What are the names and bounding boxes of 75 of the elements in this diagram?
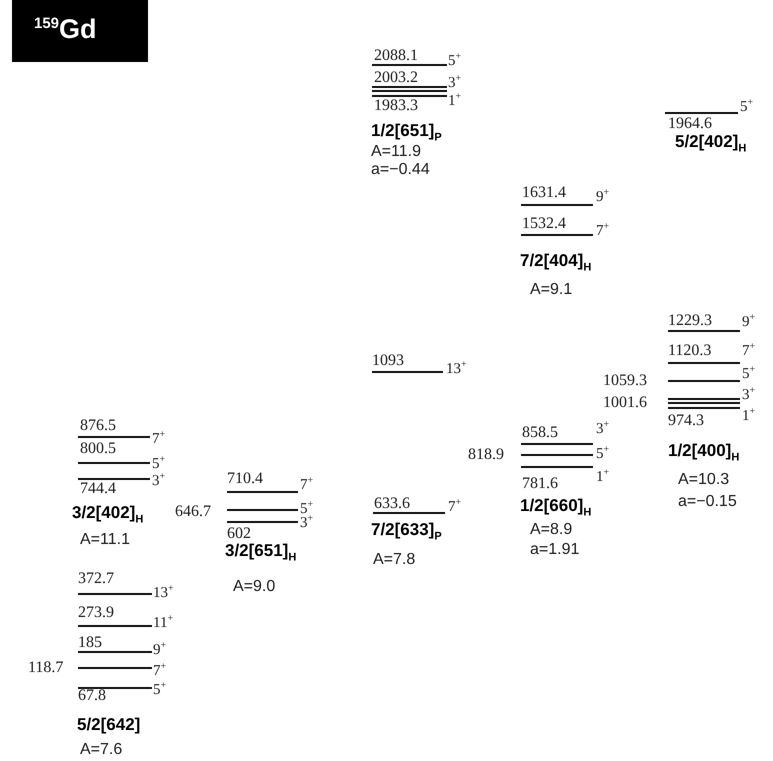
spin-label: 3$^{+}$ bbox=[596, 420, 610, 437]
energy-label: 781.6 bbox=[522, 476, 558, 492]
spin-label: 5$^{+}$ bbox=[153, 681, 166, 698]
energy-label: 1093 bbox=[372, 353, 404, 369]
band-label: 3/2[651]$_{H}$ bbox=[225, 542, 296, 564]
energy-label: 1059.3 bbox=[603, 373, 647, 389]
parameter-label: a=1.91 bbox=[530, 542, 580, 558]
band-label: 1/2[660]$_{H}$ bbox=[520, 497, 592, 518]
spin-label: 13$^{+}$ bbox=[446, 360, 467, 377]
spin-label: 1$^{+}$ bbox=[742, 407, 756, 424]
spin-label: 5$^{+}$ bbox=[152, 455, 166, 472]
spin-label: 3$^{+}$ bbox=[152, 472, 166, 489]
spin-label: 7$^{+}$ bbox=[300, 476, 314, 493]
band-label: 5/2[642] bbox=[77, 716, 140, 733]
spin-label: 3$^{+}$ bbox=[742, 386, 756, 403]
energy-label: 818.9 bbox=[468, 447, 504, 463]
energy-label: 372.7 bbox=[78, 571, 114, 587]
parameter-label: A=11.1 bbox=[80, 532, 130, 548]
spin-label: 7$^{+}$ bbox=[448, 498, 462, 515]
energy-label: 1631.4 bbox=[522, 185, 566, 201]
spin-label: 1$^{+}$ bbox=[448, 92, 462, 109]
spin-label: 9$^{+}$ bbox=[596, 188, 610, 205]
band-label: 1/2[400]$_{H}$ bbox=[668, 442, 740, 464]
energy-label: 710.4 bbox=[227, 471, 263, 487]
band-label: 7/2[633]$_{P}$ bbox=[371, 521, 442, 542]
energy-label: 858.5 bbox=[522, 425, 558, 441]
spin-label: 13$^{+}$ bbox=[153, 584, 174, 601]
parameter-label: A=9.1 bbox=[530, 282, 572, 298]
parameter-label: A=7.6 bbox=[80, 742, 122, 758]
energy-label: 1532.4 bbox=[522, 216, 566, 232]
energy-label: 1983.3 bbox=[374, 98, 418, 114]
spin-label: 9$^{+}$ bbox=[742, 313, 756, 330]
energy-label: 2003.2 bbox=[374, 70, 418, 86]
energy-label: 1229.3 bbox=[668, 313, 712, 329]
spin-label: 5$^{+}$ bbox=[448, 52, 462, 69]
energy-label: 974.3 bbox=[668, 413, 704, 429]
parameter-label: A=11.9 bbox=[371, 144, 421, 160]
parameter-label: a=−0.15 bbox=[678, 494, 737, 510]
spin-label: 7$^{+}$ bbox=[152, 430, 166, 447]
spin-label: 5$^{+}$ bbox=[300, 500, 314, 517]
spin-label: 7$^{+}$ bbox=[742, 342, 756, 359]
energy-label: 118.7 bbox=[28, 660, 64, 676]
energy-label: 876.5 bbox=[80, 418, 116, 434]
energy-label: 185 bbox=[78, 635, 102, 651]
spin-label: 11$^{+}$ bbox=[153, 614, 174, 631]
spin-label: 3$^{+}$ bbox=[448, 74, 462, 91]
spin-label: 9$^{+}$ bbox=[153, 641, 166, 658]
energy-label: 602 bbox=[227, 526, 251, 542]
parameter-label: A=8.9 bbox=[530, 522, 572, 538]
band-label: 7/2[404]$_{H}$ bbox=[520, 252, 592, 274]
parameter-label: a=−0.44 bbox=[371, 162, 430, 178]
spin-label: 7$^{+}$ bbox=[153, 662, 166, 679]
parameter-label: A=7.8 bbox=[373, 552, 416, 568]
spin-label: 3$^{+}$ bbox=[300, 514, 314, 531]
parameter-label: A=10.3 bbox=[678, 472, 730, 488]
parameter-label: A=9.0 bbox=[233, 579, 276, 595]
band-label: 3/2[402]$_{H}$ bbox=[72, 504, 144, 526]
spin-label: 5$^{+}$ bbox=[740, 98, 754, 115]
energy-label: 744.4 bbox=[80, 481, 116, 497]
energy-label: 67.8 bbox=[78, 688, 106, 704]
energy-label: 2088.1 bbox=[374, 48, 418, 64]
energy-label: 1120.3 bbox=[668, 343, 712, 359]
energy-label: 646.7 bbox=[175, 504, 211, 520]
spin-label: 1$^{+}$ bbox=[596, 468, 610, 485]
energy-label: 800.5 bbox=[80, 441, 116, 457]
spin-label: 5$^{+}$ bbox=[596, 445, 610, 462]
band-label: 1/2[651]$_{P}$ bbox=[371, 122, 442, 144]
energy-label: 1001.6 bbox=[603, 395, 647, 411]
spin-label: 7$^{+}$ bbox=[596, 222, 610, 239]
band-label: 5/2[402]$_{H}$ bbox=[675, 133, 746, 154]
energy-label: 273.9 bbox=[78, 605, 114, 621]
title: $^{159}$Gd bbox=[34, 16, 97, 43]
energy-label: 1964.6 bbox=[668, 116, 712, 132]
energy-label: 633.6 bbox=[374, 496, 410, 512]
spin-label: 5$^{+}$ bbox=[742, 365, 756, 382]
